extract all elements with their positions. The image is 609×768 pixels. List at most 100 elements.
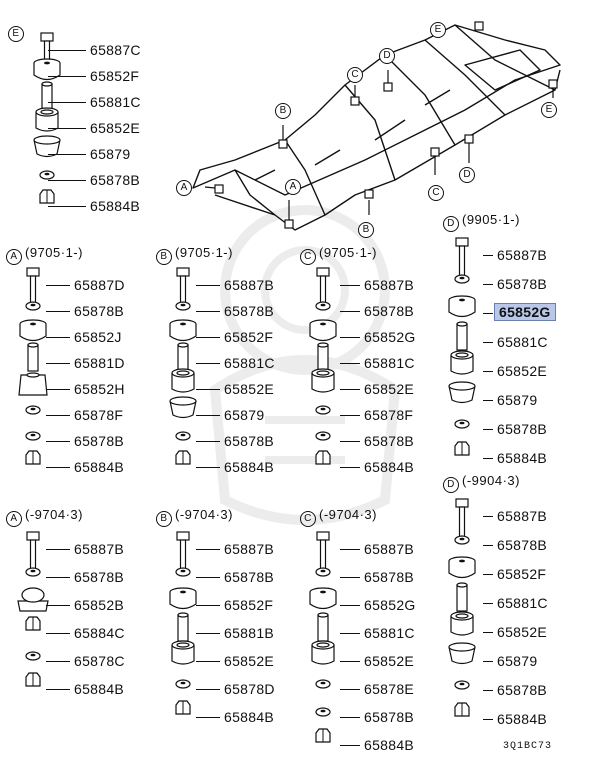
part-number[interactable]: 65887C <box>90 42 141 58</box>
frame-callout-b[interactable]: B <box>358 222 374 238</box>
part-row: 65878B <box>6 301 156 323</box>
part-number[interactable]: 65887B <box>497 508 548 524</box>
part-number[interactable]: 65887B <box>497 247 548 263</box>
part-number[interactable]: 65878B <box>497 537 548 553</box>
frame-callout-c[interactable]: C <box>428 185 444 201</box>
part-number[interactable]: 65852F <box>224 597 274 613</box>
part-row: 65879 <box>443 381 593 412</box>
part-number[interactable]: 65881C <box>224 355 275 371</box>
part-number[interactable]: 65879 <box>497 392 538 408</box>
part-row: 65878D <box>156 679 306 701</box>
part-number-highlighted[interactable]: 65852G <box>494 303 556 321</box>
part-number[interactable]: 65878B <box>224 569 275 585</box>
frame-callout-a[interactable]: A <box>285 179 301 195</box>
part-row: 65878B <box>8 170 158 192</box>
leader-line <box>340 577 360 579</box>
part-number[interactable]: 65878B <box>224 303 275 319</box>
frame-callout-d[interactable]: D <box>379 48 395 64</box>
part-number[interactable]: 65879 <box>224 407 265 423</box>
part-number[interactable]: 65881C <box>90 94 141 110</box>
part-number[interactable]: 65884C <box>74 625 125 641</box>
part-number[interactable]: 65881D <box>74 355 125 371</box>
part-number[interactable]: 65884B <box>364 737 415 753</box>
leader-line <box>196 661 220 663</box>
part-number[interactable]: 65884B <box>224 459 275 475</box>
flange-mount-icon <box>17 587 49 612</box>
leader-line <box>340 363 360 365</box>
part-number[interactable]: 65887B <box>364 277 415 293</box>
part-number[interactable]: 65852F <box>224 329 274 345</box>
part-number[interactable]: 65878F <box>74 407 124 423</box>
part-number[interactable]: 65878B <box>90 172 141 188</box>
part-number[interactable]: 65852G <box>364 597 416 613</box>
part-number[interactable]: 65884B <box>74 459 125 475</box>
part-number[interactable]: 65878B <box>364 433 415 449</box>
part-number[interactable]: 65852F <box>497 566 547 582</box>
part-number[interactable]: 65878B <box>364 303 415 319</box>
frame-callout-e[interactable]: E <box>430 22 446 38</box>
part-number[interactable]: 65881C <box>364 355 415 371</box>
part-number[interactable]: 65878E <box>364 681 415 697</box>
part-number[interactable]: 65852E <box>497 624 548 640</box>
part-number[interactable]: 65878B <box>497 276 548 292</box>
frame-callout-b[interactable]: B <box>275 103 291 119</box>
part-number[interactable]: 65852G <box>364 329 416 345</box>
part-number[interactable]: 65884B <box>497 711 548 727</box>
part-number[interactable]: 65852B <box>74 597 125 613</box>
part-number[interactable]: 65878D <box>224 681 275 697</box>
part-number[interactable]: 65878F <box>364 407 414 423</box>
group-header: C(-9704·3) <box>300 507 377 527</box>
part-number[interactable]: 65878B <box>74 569 125 585</box>
frame-callout-a[interactable]: A <box>176 180 192 196</box>
part-number[interactable]: 65884B <box>90 198 141 214</box>
washer-icon <box>25 651 41 661</box>
part-number[interactable]: 65852E <box>224 381 275 397</box>
part-number[interactable]: 65852E <box>224 653 275 669</box>
group-header: C(9705·1-) <box>300 245 377 265</box>
frame-callout-e[interactable]: E <box>541 102 557 118</box>
part-number[interactable]: 65884B <box>497 450 548 466</box>
part-number[interactable]: 65878B <box>364 569 415 585</box>
part-number[interactable]: 65852E <box>364 653 415 669</box>
part-number[interactable]: 65884B <box>224 709 275 725</box>
part-number[interactable]: 65852J <box>74 329 122 345</box>
frame-callout-d[interactable]: D <box>459 167 475 183</box>
part-number[interactable]: 65881C <box>497 595 548 611</box>
part-number[interactable]: 65881B <box>224 625 275 641</box>
leader-line <box>340 605 360 607</box>
part-number[interactable]: 65852E <box>497 363 548 379</box>
part-row: 65887D <box>6 267 156 309</box>
part-number[interactable]: 65881C <box>497 334 548 350</box>
part-number[interactable]: 65852E <box>364 381 415 397</box>
part-number[interactable]: 65887D <box>74 277 125 293</box>
upper-mount-icon <box>33 58 61 81</box>
leader-line <box>196 633 220 635</box>
part-number[interactable]: 65878B <box>224 433 275 449</box>
frame-callout-c[interactable]: C <box>347 67 363 83</box>
part-number[interactable]: 65879 <box>90 146 131 162</box>
part-number[interactable]: 65879 <box>497 653 538 669</box>
part-number[interactable]: 65881C <box>364 625 415 641</box>
part-number[interactable]: 65887B <box>224 277 275 293</box>
part-number[interactable]: 65878B <box>364 709 415 725</box>
washer-icon <box>39 170 55 180</box>
callout-badge: E <box>8 26 24 42</box>
group-header: A(9705·1-) <box>6 245 83 265</box>
part-number[interactable]: 65887B <box>74 541 125 557</box>
part-row: 65852F <box>443 556 593 586</box>
part-number[interactable]: 65887B <box>224 541 275 557</box>
part-row: 65852H <box>6 372 156 401</box>
part-number[interactable]: 65884B <box>74 681 125 697</box>
production-range: (-9704·3) <box>175 507 233 522</box>
part-number[interactable]: 65878B <box>497 421 548 437</box>
part-number[interactable]: 65852E <box>90 120 141 136</box>
upper-mount-icon <box>448 295 476 318</box>
part-number[interactable]: 65878B <box>74 433 125 449</box>
part-number[interactable]: 65852H <box>74 381 125 397</box>
part-number[interactable]: 65852F <box>90 68 140 84</box>
part-number[interactable]: 65884B <box>364 459 415 475</box>
part-number[interactable]: 65887B <box>364 541 415 557</box>
part-number[interactable]: 65878B <box>74 303 125 319</box>
part-number[interactable]: 65878B <box>497 682 548 698</box>
part-number[interactable]: 65878C <box>74 653 125 669</box>
